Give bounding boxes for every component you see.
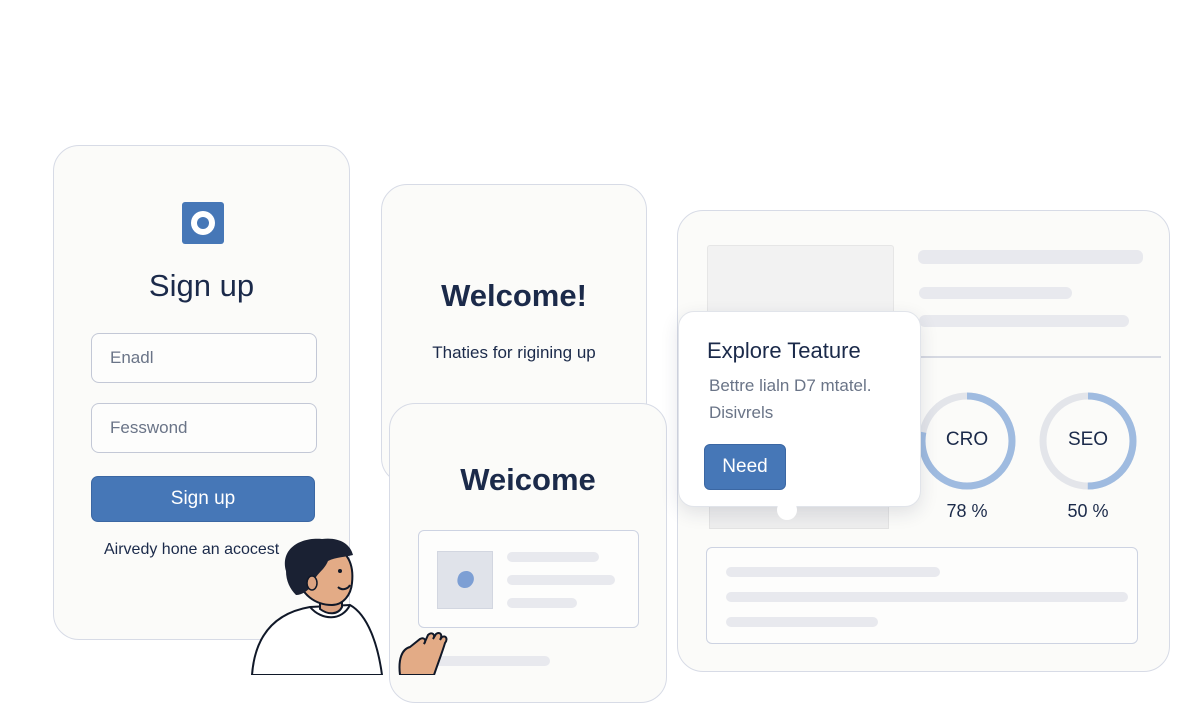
content-preview-card[interactable]	[418, 530, 639, 628]
gauge-fill	[918, 392, 1016, 490]
image-icon	[437, 551, 493, 609]
placeholder-line	[919, 287, 1072, 299]
placeholder-line	[726, 592, 1128, 602]
gauge-label: CRO	[945, 429, 989, 450]
gauge-label: SEO	[1067, 429, 1109, 450]
welcome-secondary-title: Weicome	[460, 462, 596, 497]
placeholder-line	[507, 598, 577, 608]
gauge-value: 50 %	[1067, 501, 1109, 521]
popup-pointer	[777, 500, 797, 520]
placeholder-line	[430, 656, 550, 666]
placeholder-line	[507, 575, 615, 585]
signin-link[interactable]: Airvedy hone an acocest	[104, 541, 280, 558]
placeholder-line	[919, 315, 1129, 327]
person-illustration	[250, 538, 448, 675]
popup-description: Bettre lialn D7 mtatel. Disivrels	[709, 376, 872, 422]
password-field[interactable]	[91, 403, 317, 453]
welcome-subtitle: Thaties for rigining up	[432, 343, 596, 362]
signup-button[interactable]: Sign up	[91, 476, 315, 522]
signup-title: Sign up	[148, 268, 255, 303]
placeholder-line	[507, 552, 599, 562]
gauge-value: 78 %	[946, 501, 988, 521]
cro-gauge: CRO	[917, 391, 1017, 491]
popup-action-button[interactable]: Need	[704, 444, 786, 490]
popup-title: Explore Teature	[707, 338, 861, 363]
content-panel	[706, 547, 1138, 644]
email-field[interactable]	[91, 333, 317, 383]
placeholder-line	[918, 250, 1143, 264]
signup-card: Sign up Sign up Airvedy hone an acocest	[53, 145, 350, 640]
explore-feature-popup: Explore Teature Bettre lialn D7 mtatel. …	[678, 311, 921, 520]
placeholder-line	[726, 567, 940, 577]
gauge-fill	[1039, 392, 1137, 490]
app-logo-icon	[182, 202, 224, 244]
seo-gauge: SEO	[1038, 391, 1138, 491]
placeholder-line	[726, 617, 878, 627]
welcome-title: Welcome!	[441, 278, 587, 313]
divider	[918, 356, 1161, 358]
